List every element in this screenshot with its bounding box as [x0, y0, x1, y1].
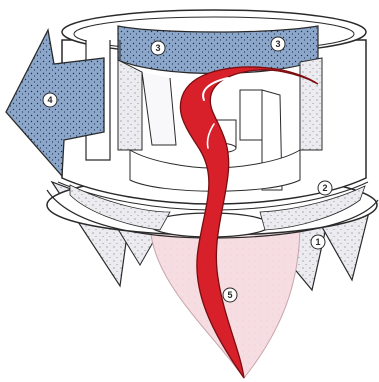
callout-5-label: 5: [227, 290, 232, 300]
callout-5: 5: [223, 288, 237, 302]
callout-3a: 3: [151, 41, 165, 55]
callout-3b: 3: [271, 37, 285, 51]
callout-3a-label: 3: [155, 43, 160, 53]
callout-2-label: 2: [322, 183, 327, 193]
callout-4-label: 4: [47, 95, 52, 105]
callout-1: 1: [311, 235, 325, 249]
callout-2: 2: [318, 181, 332, 195]
callout-4: 4: [43, 93, 57, 107]
callout-3b-label: 3: [275, 39, 280, 49]
callout-1-label: 1: [315, 237, 320, 247]
